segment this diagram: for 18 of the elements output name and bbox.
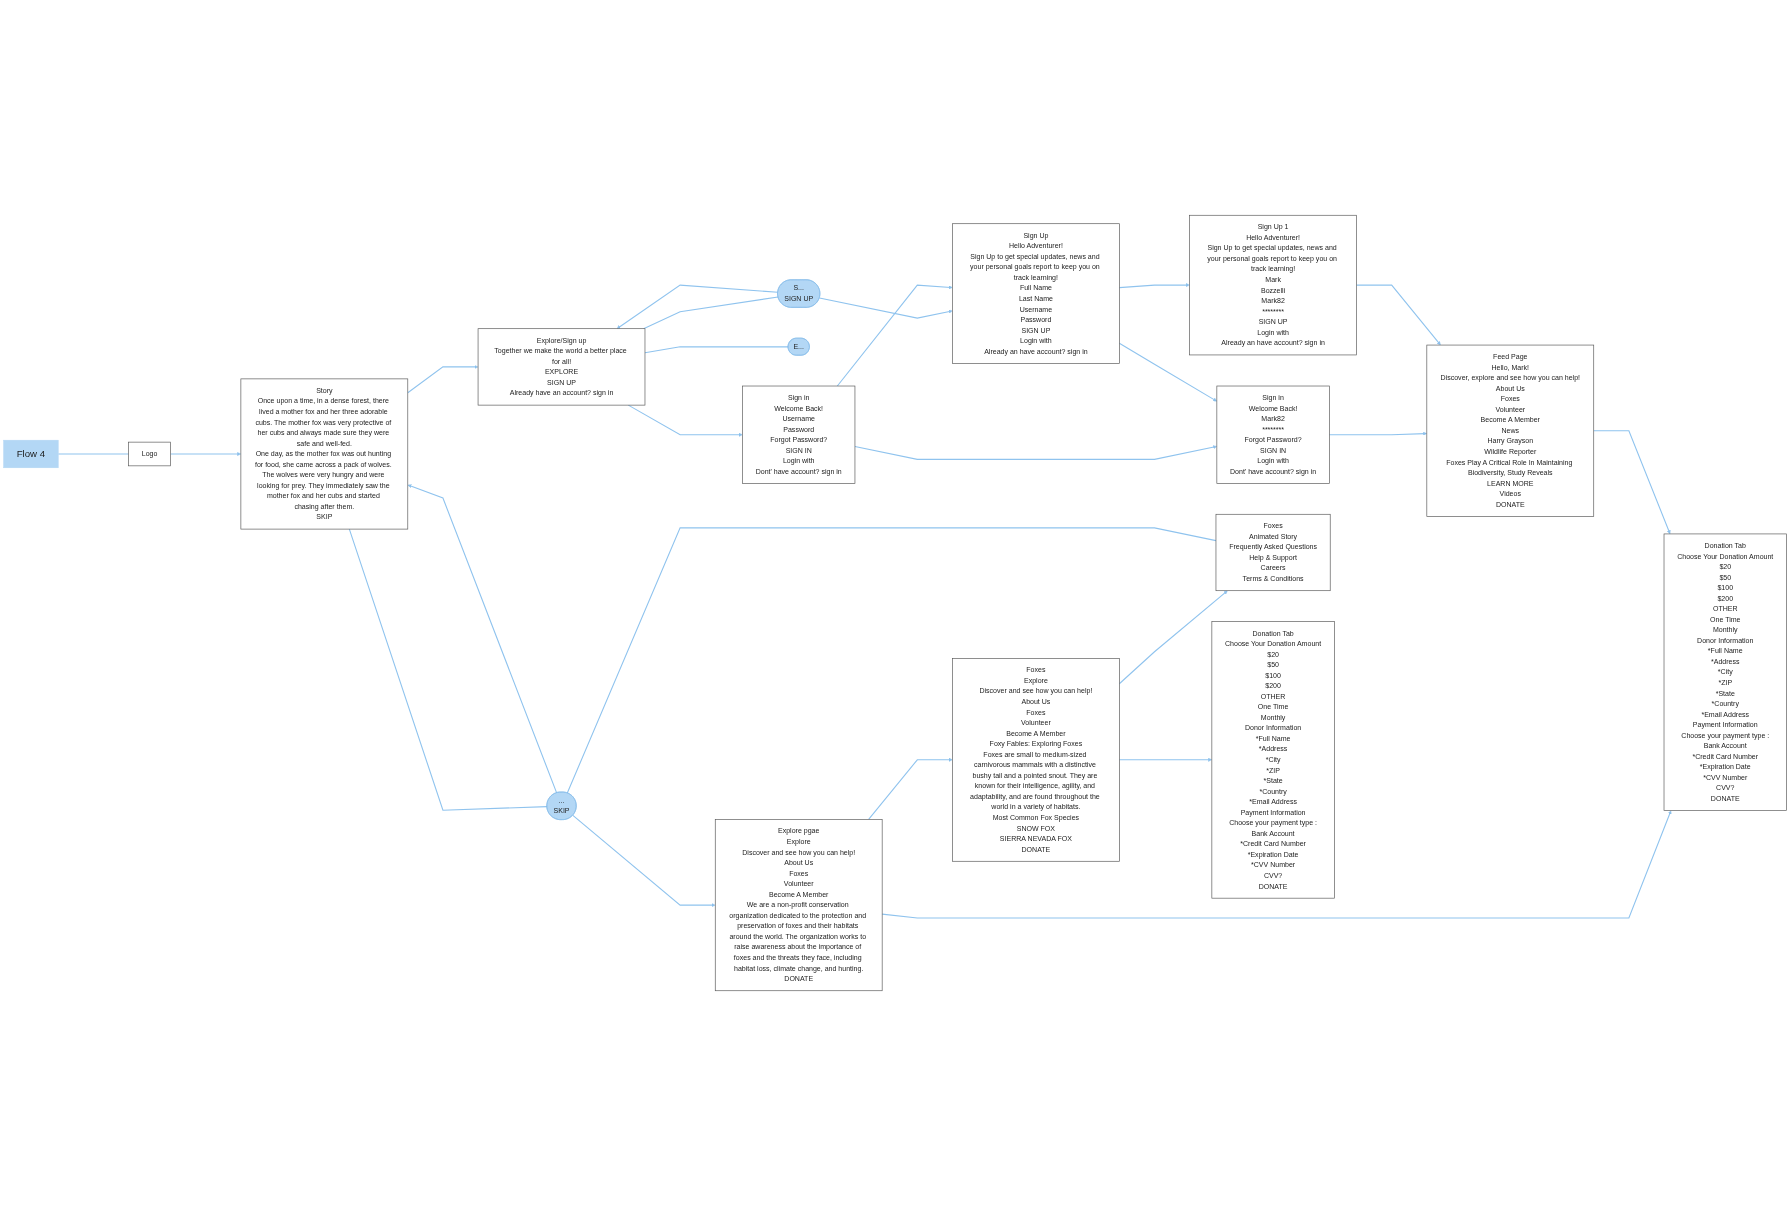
connector-arrow xyxy=(1593,430,1671,535)
connector-arrow xyxy=(170,452,242,456)
connector-arrow xyxy=(1356,284,1441,346)
connector-arrow xyxy=(1118,757,1213,762)
connector-arrow xyxy=(854,445,1218,460)
flow-start-badge: Flow 4 xyxy=(3,439,59,469)
connector-arrow xyxy=(407,365,479,394)
connector-arrow xyxy=(868,757,953,820)
connector-arrow xyxy=(1328,431,1427,436)
connector-arrow xyxy=(818,297,953,319)
connector-arrow xyxy=(407,484,558,794)
connector-arrow xyxy=(572,814,716,907)
connector-arrow xyxy=(836,284,953,387)
connector-arrow xyxy=(616,284,779,329)
connector-arrow xyxy=(1118,283,1190,289)
connector-arrow xyxy=(1118,590,1228,685)
connector-arrow xyxy=(881,810,1672,919)
connector-arrow xyxy=(1118,342,1218,402)
